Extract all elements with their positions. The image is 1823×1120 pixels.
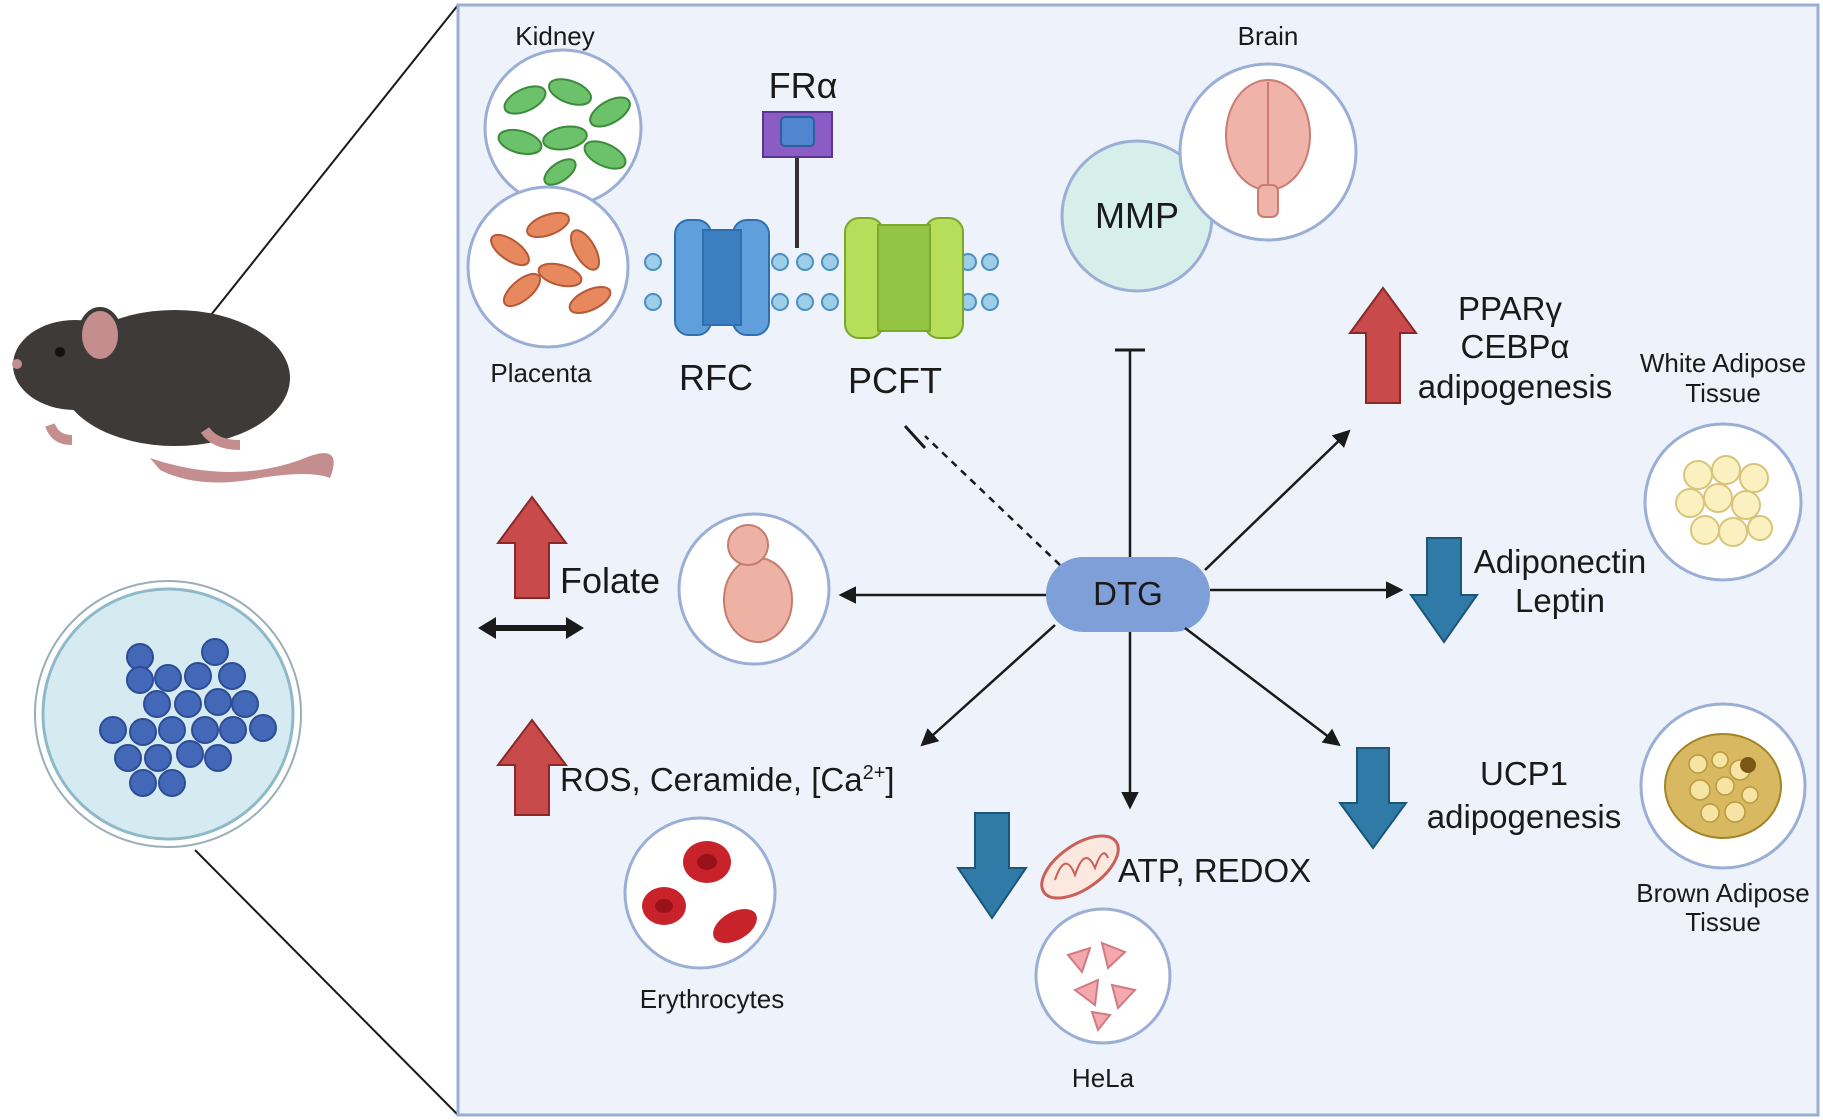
placenta-cells-icon xyxy=(466,185,630,349)
fra-label: FRα xyxy=(769,65,838,106)
zoom-line-top xyxy=(194,4,459,336)
ros-label: ROS, Ceramide, [Ca2+] xyxy=(560,761,895,798)
wat-label-2: Tissue xyxy=(1685,378,1761,408)
folate-up-arrow-icon xyxy=(496,495,568,599)
brain-label: Brain xyxy=(1238,21,1299,51)
bat-label-1: Brown Adipose xyxy=(1636,878,1809,908)
embryo-icon xyxy=(677,512,831,666)
pcft-transporter-icon xyxy=(844,217,964,339)
erythrocytes-label: Erythrocytes xyxy=(640,984,785,1014)
mmp-label: MMP xyxy=(1095,195,1179,236)
atp-label: ATP, REDOX xyxy=(1118,852,1311,889)
hela-label: HeLa xyxy=(1072,1063,1135,1093)
folate-label: Folate xyxy=(560,560,660,601)
ppar-up-arrow-icon xyxy=(1348,286,1418,404)
zoom-line-bottom xyxy=(194,849,459,1116)
dtg-node xyxy=(1046,557,1210,632)
bat-label-2: Tissue xyxy=(1685,907,1761,937)
placenta-label: Placenta xyxy=(490,358,592,388)
atp-down-arrow-icon xyxy=(956,812,1028,920)
brown-adipose-icon xyxy=(1639,702,1807,870)
erythrocytes-icon xyxy=(623,816,777,970)
rfc-transporter-icon xyxy=(674,219,770,336)
petri-dish-icon xyxy=(34,580,302,848)
wat-label-1: White Adipose xyxy=(1640,348,1806,378)
leptin-label: Leptin xyxy=(1515,582,1605,619)
ucp1-label: UCP1 xyxy=(1480,755,1568,792)
folate-receptor-icon xyxy=(762,111,833,248)
ppar-line2: CEBPα xyxy=(1461,328,1570,365)
mitochondrion-icon xyxy=(1040,834,1120,900)
adiponectin-down-arrow-icon xyxy=(1409,537,1479,644)
ros-up-arrow-icon xyxy=(495,718,569,816)
brain-icon xyxy=(1178,62,1358,242)
hela-cells-icon xyxy=(1034,907,1172,1045)
rfc-label: RFC xyxy=(679,357,753,398)
ucp1-adipogenesis-label: adipogenesis xyxy=(1427,798,1622,835)
ppar-line1: PPARγ xyxy=(1458,290,1562,327)
mouse-icon xyxy=(12,307,334,483)
kidney-label: Kidney xyxy=(515,21,595,51)
adiponectin-label: Adiponectin xyxy=(1474,543,1646,580)
connector-lines xyxy=(838,348,1404,810)
ros-superscript: 2+ xyxy=(863,762,886,784)
white-adipose-icon xyxy=(1643,422,1803,582)
dtg-label: DTG xyxy=(1093,575,1163,612)
ppar-line3: adipogenesis xyxy=(1418,368,1613,405)
bidirectional-arrow-icon xyxy=(478,617,584,639)
kidney-cells-icon xyxy=(483,48,643,208)
ucp1-down-arrow-icon xyxy=(1338,747,1408,850)
pcft-label: PCFT xyxy=(848,360,942,401)
